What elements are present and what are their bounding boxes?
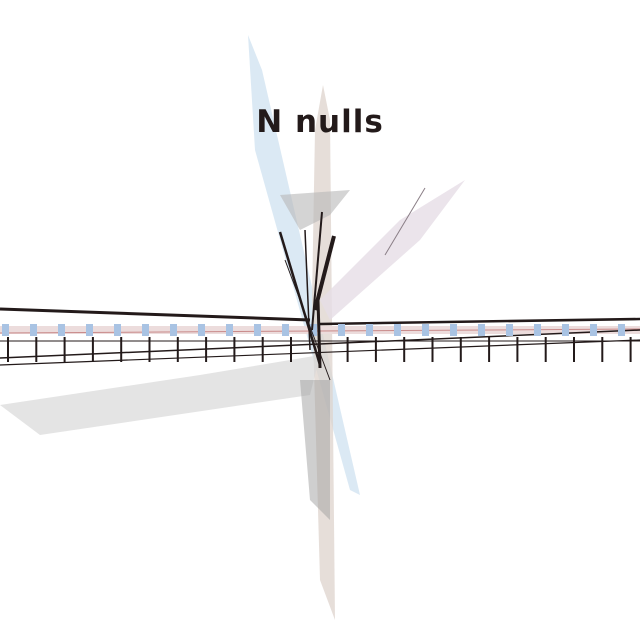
blue-dash [58, 324, 65, 336]
thick-line-right [319, 317, 640, 326]
grey-noise-bottom [300, 380, 330, 520]
blue-dash [2, 324, 9, 336]
lilac-plane [320, 180, 465, 320]
blue-dash [562, 324, 569, 336]
blue-dash [282, 324, 289, 336]
blue-dash [170, 324, 177, 336]
blue-dash [198, 324, 205, 336]
blue-dash [450, 324, 457, 336]
grey-noise-top [280, 190, 350, 230]
tick-marks [7, 337, 632, 362]
needle [311, 211, 323, 331]
blue-dash [534, 324, 541, 336]
blue-dash [30, 324, 37, 336]
needle [304, 229, 311, 351]
album-title: N nulls [256, 104, 384, 140]
needle [278, 231, 322, 366]
blue-dash [142, 324, 149, 336]
blue-dash [422, 324, 429, 336]
needle-lines [278, 187, 426, 381]
blue-dash [86, 324, 93, 336]
needle [284, 259, 331, 381]
blue-dash [618, 324, 625, 336]
blue-dash [114, 324, 121, 336]
grey-noise-left [0, 355, 320, 435]
blue-dash [310, 324, 317, 336]
blue-dashes [2, 324, 625, 336]
blue-dash [394, 324, 401, 336]
thick-line [0, 307, 311, 322]
blue-dash [506, 324, 513, 336]
blue-dash [226, 324, 233, 336]
blue-dash [254, 324, 261, 336]
blue-dash [338, 324, 345, 336]
needle [313, 235, 336, 311]
blue-dash [366, 324, 373, 336]
needle [316, 299, 322, 369]
needle [384, 187, 426, 256]
blue-dash [590, 324, 597, 336]
blue-dash [478, 324, 485, 336]
